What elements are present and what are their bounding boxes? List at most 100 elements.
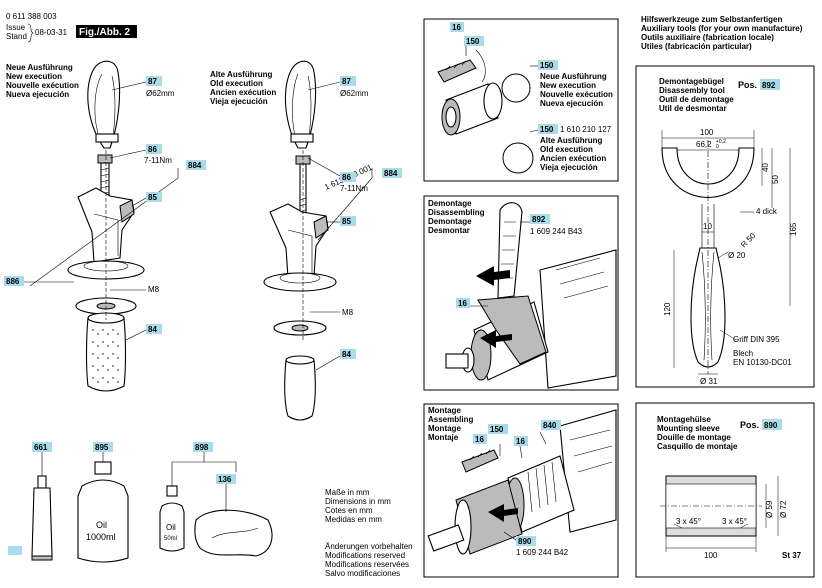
ring-new-execution-fr: Nouvelle exécution [540,90,613,99]
old-execution-en: Old execution [210,79,263,88]
tag-884-new: 884 [186,160,206,170]
disassembly-title-de: Demontage [428,199,472,208]
svg-text:87: 87 [148,77,157,86]
ring-old-part-number: 1 610 210 127 [560,125,612,134]
svg-text:150: 150 [540,125,554,134]
sheet-header: 0 611 388 003 Issue Stand 08-03-31 Fig./… [6,12,137,43]
dim-892-120: 120 [663,302,672,316]
assembly-title-en: Assembling [428,415,473,424]
tag-150-old-ring: 150 [538,124,558,134]
dim-892-66: 66,2 [696,140,712,149]
dim-892-66-tolerance: +0,2 [716,139,726,145]
tool-892-pos-label: Pos. [738,80,757,90]
panel-assembly-labels: Montage Assembling Montage Montaje 16 15… [428,406,569,557]
dims-note-es: Medidas en mm [325,515,382,524]
aux-tools-title-es: Utiles (fabricación particular) [641,42,752,51]
tool-890-title-de: Montagehülse [657,415,711,424]
tag-85-old: 85 [340,216,356,226]
tag-895: 895 [93,442,113,452]
part-number: 0 611 388 003 [6,12,57,21]
tool-890-drawing [660,475,779,552]
svg-text:136: 136 [218,475,232,484]
tag-886-new: 886 [4,276,24,286]
svg-text:895: 895 [95,443,109,452]
svg-text:86: 86 [148,145,157,154]
svg-text:86: 86 [342,173,351,182]
assembly-sleeve-part-number: 1 609 244 B42 [516,548,569,557]
oil-small-label: Oil [166,523,176,532]
oil-large-volume: 1000ml [86,532,116,542]
tag-898: 898 [193,442,213,452]
svg-text:892: 892 [532,215,546,224]
tag-86-old: 86 [340,172,356,182]
new-assembly-illustration [24,60,179,392]
disassembly-title-es: Desmontar [428,226,470,235]
dim-892-d20: Ø 20 [728,251,746,260]
mods-note-fr: Modifications reservées [325,560,409,569]
ring-old-execution-en: Old execution [540,145,593,154]
dims-note-en: Dimensions in mm [325,497,391,506]
dim-892-r50: R 50 [739,231,758,250]
dims-note-fr: Cotes en mm [325,506,373,515]
tag-16-disassembly: 16 [456,298,470,308]
tool-892-title-en: Disassembly tool [659,86,725,95]
panel-assembly-illustration [427,409,617,555]
tool-892-drawing [661,130,791,375]
dim-892-thickness: 4 dick [756,207,778,216]
tag-87-old: 87 [340,76,356,86]
new-assembly-labels: 87 Ø62mm 86 7-11Nm 884 85 886 M8 84 [4,76,206,334]
tag-86-new: 86 [146,144,162,154]
old-execution-es: Vieja ejecución [210,97,268,106]
svg-text:16: 16 [516,437,525,446]
torque-old: 7-11Nm [340,184,368,193]
panel-rings-labels: 16 150 150 Neue Ausführung New execution… [450,22,613,172]
tool-890-header: Montagehülse Mounting sleeve Douille de … [657,415,782,451]
ring-old-execution-de: Alte Ausführung [540,136,602,145]
strap-diameter-old: Ø62mm [340,89,369,98]
old-execution-de: Alte Ausführung [210,70,272,79]
notes-block: Maße in mm Dimensions in mm Cotes en mm … [325,488,413,578]
tag-84-old: 84 [340,349,356,359]
tool-890-title-en: Mounting sleeve [657,424,720,433]
legend-swatch [8,546,22,555]
svg-text:150: 150 [466,37,480,46]
aux-tools-title: Hilfswerkzeuge zum Selbstanfertigen Auxi… [641,15,803,51]
tool-892-sheet-norm: EN 10130-DC01 [733,358,792,367]
tool-892-title-fr: Outil de demontage [659,95,734,104]
oil-large-label: Oil [96,520,107,530]
dim-892-40: 40 [761,163,770,172]
tag-136: 136 [216,474,236,484]
tool-890-title-fr: Douille de montage [657,433,731,442]
panel-disassembly-illustration [445,202,617,389]
accessories-labels: 661 895 898 136 Oil 1000ml Oil 50ml [8,442,236,555]
dim-892-100: 100 [700,128,714,137]
svg-text:884: 884 [188,161,202,170]
tool-892-title-es: Util de desmontar [659,104,727,113]
assembly-title-de: Montage [428,406,461,415]
tag-16-rings: 16 [450,22,464,32]
svg-text:16: 16 [452,23,461,32]
svg-text:84: 84 [148,325,157,334]
tool-892-frame [635,65,815,388]
svg-text:84: 84 [342,350,351,359]
dim-890-100: 100 [704,551,718,560]
svg-text:85: 85 [342,217,351,226]
dim-890-chamfer-left: 3 x 45° [676,517,701,526]
stand-label: Stand [6,32,27,41]
tag-85-new: 85 [146,192,162,202]
panel-rings-illustration [437,44,539,174]
tool-890-dimensions: 3 x 45° 3 x 45° Ø 59 Ø 72 100 St 37 [676,500,802,560]
svg-text:661: 661 [34,443,48,452]
aux-tools-title-fr: Outils auxiliaire (fabrication locale) [641,33,774,42]
assembly-title-fr: Montage [428,424,461,433]
torque-new: 7-11Nm [144,156,172,165]
assembly-title-es: Montaje [428,433,459,442]
ring-new-execution-en: New execution [540,81,596,90]
tag-884-old: 884 [382,168,402,178]
tag-840-assembly: 840 [541,420,561,430]
tool-892-sheet: Blech [733,349,753,358]
aux-tools-title-en: Auxiliary tools (for your own manufactur… [641,24,803,33]
dim-892-50: 50 [771,175,780,184]
old-assembly-labels: 87 Ø62mm 1 613 490 001 86 7-11Nm 884 85 … [323,76,402,359]
